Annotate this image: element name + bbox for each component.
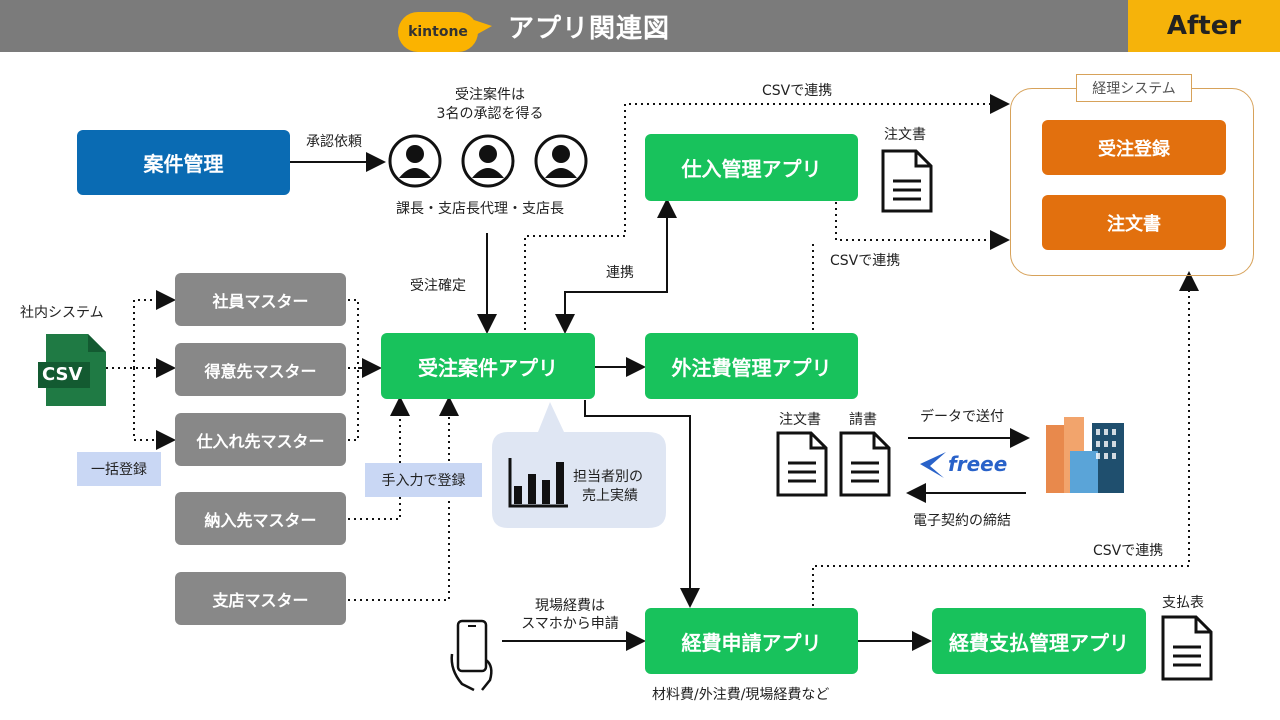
- gaichu-app-box: 外注費管理アプリ: [645, 333, 858, 399]
- tag-tenyuryoku: 手入力で登録: [365, 463, 482, 497]
- label-approvers: 課長・支店長代理・支店長: [396, 201, 564, 217]
- label-data-sofu: データで送付: [920, 409, 1004, 425]
- after-badge: After: [1128, 0, 1280, 52]
- csv-icon-label: CSV: [42, 364, 83, 385]
- accounting-chumonsho: 注文書: [1042, 195, 1226, 250]
- label-zairyo: 材料費/外注費/現場経費など: [652, 687, 830, 703]
- dotted-nounyusaki: [348, 396, 410, 520]
- label-shiharaihyo: 支払表: [1162, 595, 1204, 611]
- label-genba-line2: スマホから申請: [521, 616, 619, 632]
- dotted-csv-shiire: [835, 202, 1010, 250]
- document-pair-icons: [776, 431, 891, 497]
- label-chumonsho-top: 注文書: [884, 127, 926, 143]
- keihi-app-box: 経費申請アプリ: [645, 608, 858, 674]
- shiiresaki-master-box: 仕入れ先マスター: [175, 413, 346, 466]
- shiire-app-box: 仕入管理アプリ: [645, 134, 858, 201]
- label-tantou-line2: 売上実績: [582, 488, 638, 504]
- label-renkei: 連携: [606, 265, 634, 281]
- document-icon: [839, 431, 891, 497]
- tag-ikkatsu: 一括登録: [77, 452, 161, 486]
- label-csv-bottom: CSVで連携: [1093, 543, 1164, 559]
- label-juchu-kakutei: 受注確定: [410, 278, 466, 294]
- dotted-csv-shain: [133, 290, 176, 368]
- page-title: アプリ関連図: [508, 14, 671, 44]
- label-shonin-irai: 承認依頼: [306, 134, 362, 150]
- shiten-master-box: 支店マスター: [175, 572, 346, 625]
- bar-chart-icon: [508, 458, 568, 508]
- label-doc-chumonsho: 注文書: [779, 412, 821, 428]
- smartphone-icon: [450, 619, 493, 692]
- juchu-app-box: 受注案件アプリ: [381, 333, 595, 399]
- dotted-shiiresaki: [348, 368, 359, 441]
- document-icon: [1161, 615, 1213, 681]
- label-genba-line1: 現場経費は: [535, 598, 605, 614]
- dotted-shain: [348, 299, 378, 369]
- document-icon: [881, 149, 933, 213]
- freee-logo-text: freee: [948, 452, 1008, 476]
- accounting-juchu-touroku: 受注登録: [1042, 120, 1226, 175]
- label-csv-top: CSVで連携: [762, 83, 833, 99]
- label-tantou-line1: 担当者別の: [573, 469, 643, 485]
- kintone-logo: kintone: [398, 12, 492, 52]
- header-bar: [0, 0, 1280, 52]
- label-doc-seikyusho: 請書: [849, 412, 877, 428]
- csv-file-icon: [38, 334, 106, 406]
- tokuisaki-master-box: 得意先マスター: [175, 343, 346, 396]
- building-icon: [1046, 417, 1124, 493]
- person-icon: [461, 134, 515, 188]
- shain-master-box: 社員マスター: [175, 273, 346, 326]
- label-denshi-keiyaku: 電子契約の締結: [913, 513, 1011, 529]
- person-icon: [534, 134, 588, 188]
- nounyusaki-master-box: 納入先マスター: [175, 492, 346, 545]
- person-icon: [388, 134, 442, 188]
- label-csv-mid: CSVで連携: [830, 253, 901, 269]
- label-juchu-line2: 3名の承認を得る: [436, 106, 544, 122]
- anken-kanri-box: 案件管理: [77, 130, 290, 195]
- dotted-shiten: [348, 396, 459, 601]
- speech-bubble: [492, 402, 666, 528]
- document-icon: [776, 431, 828, 497]
- label-juchu-line1: 受注案件は: [455, 87, 525, 103]
- keihi-shiharai-app-box: 経費支払管理アプリ: [932, 608, 1146, 674]
- arrow-to-keihi: [584, 400, 700, 608]
- accounting-system-title: 経理システム: [1076, 74, 1192, 102]
- dotted-csv-shiiresaki: [133, 368, 176, 450]
- approver-icons: [388, 134, 588, 188]
- freee-logo-icon: [920, 452, 946, 478]
- label-shanai-system: 社内システム: [20, 305, 104, 321]
- dotted-csv-bottom: [812, 271, 1199, 606]
- dotted-csv-top: [524, 94, 1010, 330]
